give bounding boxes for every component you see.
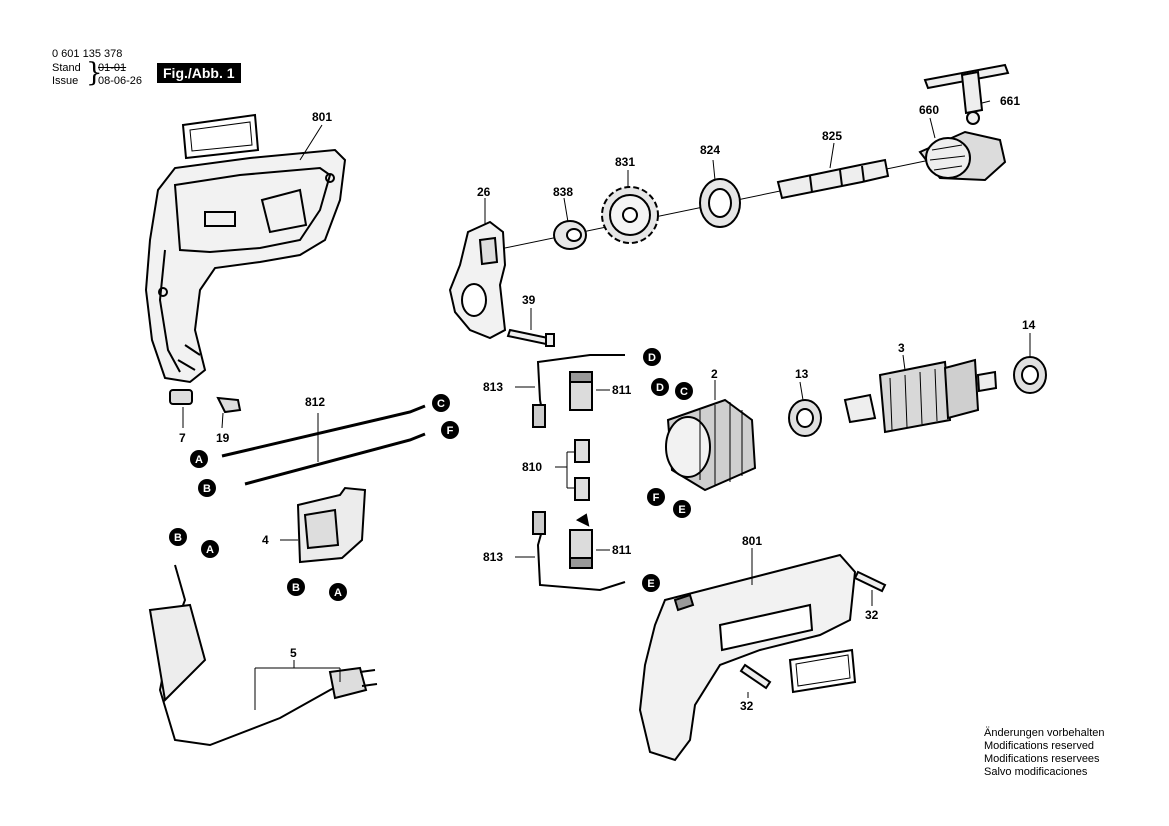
housing-half-left <box>144 148 347 384</box>
callout-labels: 801 26 838 831 824 825 660 661 39 813 81… <box>179 94 1036 713</box>
svg-text:A: A <box>206 544 214 556</box>
ball-bearing <box>699 178 741 228</box>
callout-813-bottom: 813 <box>483 550 503 564</box>
svg-text:C: C <box>680 386 688 398</box>
callout-19: 19 <box>216 431 230 445</box>
marker-a-switch: A <box>329 583 347 601</box>
svg-text:D: D <box>656 382 664 394</box>
callout-801-top: 801 <box>312 110 332 124</box>
svg-text:B: B <box>292 582 300 594</box>
marker-d-top: D <box>643 348 661 366</box>
callout-32-right: 32 <box>865 608 879 622</box>
part-7 <box>169 389 193 405</box>
marker-e-bottom: E <box>642 574 660 592</box>
label-plate-top <box>181 113 260 160</box>
needle-bearing <box>553 220 587 250</box>
switch <box>296 486 367 564</box>
svg-text:F: F <box>653 492 660 504</box>
callout-5: 5 <box>290 646 297 660</box>
screw-32-right <box>853 570 887 593</box>
marker-d-stator: D <box>651 378 669 396</box>
callout-824: 824 <box>700 143 720 157</box>
svg-text:A: A <box>334 587 342 599</box>
callout-810: 810 <box>522 460 542 474</box>
svg-text:A: A <box>195 454 203 466</box>
armature-bearing-14 <box>1013 356 1047 394</box>
brush-holder-top <box>569 371 593 411</box>
field-stator <box>665 398 757 492</box>
note-line: Salvo modificaciones <box>984 766 1088 778</box>
gear-housing <box>448 220 507 340</box>
brace-symbol: } <box>86 58 103 88</box>
callout-7: 7 <box>179 431 186 445</box>
svg-text:F: F <box>447 425 454 437</box>
callout-811-top: 811 <box>612 383 632 397</box>
callout-811-bottom: 811 <box>612 543 632 557</box>
label-plate-bottom <box>788 648 857 694</box>
svg-text:B: B <box>203 483 211 495</box>
connecting-cables <box>221 404 426 486</box>
marker-a-cord: A <box>201 540 219 558</box>
leader-lines <box>182 100 1031 710</box>
marker-b-switch: B <box>287 578 305 596</box>
svg-text:E: E <box>678 504 685 516</box>
drill-chuck <box>918 130 1007 182</box>
marker-c-stator: C <box>675 382 693 400</box>
gear-wheel <box>601 186 659 244</box>
brush-cable-bottom <box>532 511 626 592</box>
power-cord <box>148 564 378 747</box>
screw-39 <box>506 328 555 347</box>
svg-text:D: D <box>648 352 656 364</box>
svg-text:C: C <box>437 398 445 410</box>
part-19 <box>216 396 242 414</box>
note-line: Modifications reservees <box>984 753 1100 765</box>
drill-spindle <box>776 158 890 200</box>
callout-13: 13 <box>795 367 809 381</box>
part-number: 0 601 135 378 <box>52 48 123 60</box>
callout-32-bottom: 32 <box>740 699 754 713</box>
issue-value: 08-06-26 <box>98 75 143 87</box>
marker-a-cable: A <box>190 450 208 468</box>
armature-bearing-13 <box>788 399 822 437</box>
callout-4: 4 <box>262 533 269 547</box>
armature <box>843 358 998 434</box>
screw-32-bottom <box>739 663 772 690</box>
carbon-brushes <box>574 439 590 527</box>
brush-holder-bottom <box>569 529 593 569</box>
marker-b-cord: B <box>169 528 187 546</box>
stand-value: 01-01 <box>98 62 127 74</box>
marker-c-cable: C <box>432 394 450 412</box>
connection-markers: D D C F E E C F <box>169 348 693 601</box>
brush-cable-top <box>532 354 625 428</box>
callout-2: 2 <box>711 367 718 381</box>
note-line: Modifications reserved <box>984 740 1095 752</box>
svg-text:E: E <box>647 578 654 590</box>
callout-660: 660 <box>919 103 939 117</box>
callout-26: 26 <box>477 185 491 199</box>
note-line: Änderungen vorbehalten <box>984 727 1105 739</box>
issue-label: Issue <box>52 75 79 87</box>
callout-831: 831 <box>615 155 635 169</box>
callout-14: 14 <box>1022 318 1036 332</box>
chuck-key <box>923 63 1010 125</box>
callout-661: 661 <box>1000 94 1020 108</box>
marker-f-stator: F <box>647 488 665 506</box>
figure-title: Fig./Abb. 1 <box>157 63 241 83</box>
stand-label: Stand <box>52 62 81 74</box>
callout-39: 39 <box>522 293 536 307</box>
callout-812: 812 <box>305 395 325 409</box>
svg-text:B: B <box>174 532 182 544</box>
marker-b-cable: B <box>198 479 216 497</box>
callout-3: 3 <box>898 341 905 355</box>
modification-notes: Änderungen vorbehalten Modifications res… <box>984 727 1104 779</box>
marker-e-stator: E <box>673 500 691 518</box>
callout-813-top: 813 <box>483 380 503 394</box>
housing-half-right <box>638 553 857 762</box>
callout-825: 825 <box>822 129 842 143</box>
callout-801-bottom: 801 <box>742 534 762 548</box>
header: 0 601 135 378 Stand Issue } 01-01 08-06-… <box>0 0 300 100</box>
marker-f-cable: F <box>441 421 459 439</box>
callout-838: 838 <box>553 185 573 199</box>
